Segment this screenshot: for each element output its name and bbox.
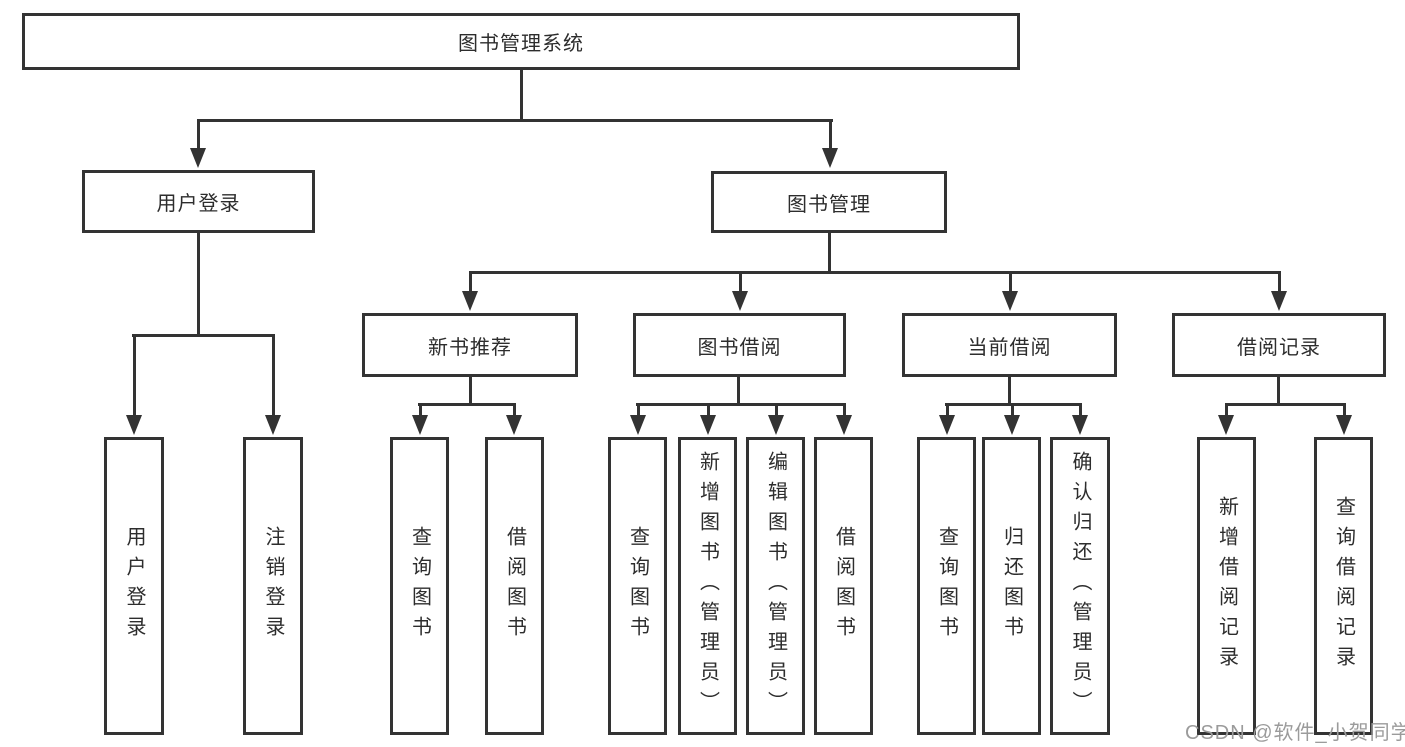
leaf-return-book-label: 归还图书 (1000, 526, 1023, 646)
leaf-add-borrow-record-label: 新增借阅记录 (1215, 496, 1238, 676)
arrow-down-icon (1072, 415, 1088, 435)
node-book-management-label: 图书管理 (787, 193, 871, 216)
connector-line (737, 377, 740, 405)
leaf-add-book-admin: 新增图书（管理员） (678, 437, 737, 735)
leaf-borrow-book: 借阅图书 (814, 437, 873, 735)
arrow-down-icon (462, 291, 478, 311)
connector-line (520, 69, 523, 121)
node-current-borrow-label: 当前借阅 (967, 336, 1052, 359)
connector-line (418, 403, 516, 406)
leaf-current-query-book-label: 查询图书 (935, 526, 958, 646)
leaf-query-borrow-record: 查询借阅记录 (1314, 437, 1373, 735)
arrow-down-icon (1271, 291, 1287, 311)
arrow-down-icon (1002, 291, 1018, 311)
leaf-query-borrow-record-label: 查询借阅记录 (1332, 496, 1355, 676)
leaf-borrow-query-book: 查询图书 (608, 437, 667, 735)
connector-arrow-shaft (419, 403, 422, 417)
node-borrow-records: 借阅记录 (1172, 313, 1386, 377)
arrow-down-icon (630, 415, 646, 435)
connector-line (636, 403, 846, 406)
leaf-logout-label: 注销登录 (262, 526, 284, 646)
leaf-edit-book-admin: 编辑图书（管理员） (746, 437, 805, 735)
connector-arrow-shaft (637, 403, 640, 417)
node-user-login-label: 用户登录 (156, 193, 241, 215)
connector-line (197, 119, 833, 122)
connector-line (1008, 377, 1011, 405)
arrow-down-icon (126, 415, 142, 435)
connector-arrow-shaft (1343, 403, 1346, 417)
connector-line (469, 377, 472, 405)
arrow-down-icon (939, 415, 955, 435)
connector-arrow-shaft (1079, 403, 1082, 417)
leaf-edit-book-admin-label: 编辑图书（管理员） (764, 451, 787, 721)
leaf-return-book: 归还图书 (982, 437, 1041, 735)
arrow-down-icon (1336, 415, 1352, 435)
connector-line (828, 233, 831, 273)
leaf-logout: 注销登录 (243, 437, 303, 735)
node-current-borrow: 当前借阅 (902, 313, 1117, 377)
watermark: CSDN @软件_小贺同学 (1185, 722, 1405, 744)
leaf-current-query-book: 查询图书 (917, 437, 976, 735)
leaf-confirm-return-admin: 确认归还（管理员） (1050, 437, 1110, 735)
arrow-down-icon (412, 415, 428, 435)
arrow-down-icon (836, 415, 852, 435)
leaf-newrec-query-book: 查询图书 (390, 437, 449, 735)
node-book-borrow: 图书借阅 (633, 313, 846, 377)
connector-line (132, 334, 275, 337)
connector-line (1225, 403, 1346, 406)
arrow-down-icon (1218, 415, 1234, 435)
node-new-book-recommend: 新书推荐 (362, 313, 578, 377)
arrow-down-icon (1004, 415, 1020, 435)
leaf-user-login-label: 用户登录 (123, 526, 145, 646)
connector-arrow-shaft (469, 271, 472, 293)
arrow-down-icon (768, 415, 784, 435)
leaf-borrow-book-label: 借阅图书 (832, 526, 855, 646)
node-borrow-records-label: 借阅记录 (1237, 336, 1321, 359)
connector-arrow-shaft (843, 403, 846, 417)
leaf-newrec-borrow-book-label: 借阅图书 (503, 526, 526, 646)
arrow-down-icon (700, 415, 716, 435)
node-book-borrow-label: 图书借阅 (697, 336, 782, 359)
connector-arrow-shaft (946, 403, 949, 417)
arrow-down-icon (822, 148, 838, 168)
node-root-label: 图书管理系统 (458, 33, 584, 55)
connector-arrow-shaft (829, 119, 832, 150)
leaf-confirm-return-admin-label: 确认归还（管理员） (1069, 451, 1091, 721)
node-user-login: 用户登录 (82, 170, 315, 233)
connector-arrow-shaft (1225, 403, 1228, 417)
connector-line (1277, 377, 1280, 405)
connector-line (469, 271, 1281, 274)
connector-arrow-shaft (513, 403, 516, 417)
connector-arrow-shaft (775, 403, 778, 417)
connector-arrow-shaft (1278, 271, 1281, 293)
connector-arrow-shaft (739, 271, 742, 293)
leaf-borrow-query-book-label: 查询图书 (626, 526, 649, 646)
node-new-book-recommend-label: 新书推荐 (428, 336, 512, 359)
arrow-down-icon (732, 291, 748, 311)
connector-arrow-shaft (1011, 403, 1014, 417)
node-root: 图书管理系统 (22, 13, 1020, 70)
connector-line (197, 233, 200, 336)
connector-arrow-shaft (133, 334, 136, 417)
node-book-management: 图书管理 (711, 171, 947, 233)
leaf-user-login: 用户登录 (104, 437, 164, 735)
arrow-down-icon (506, 415, 522, 435)
arrow-down-icon (265, 415, 281, 435)
connector-arrow-shaft (707, 403, 710, 417)
connector-arrow-shaft (197, 119, 200, 150)
connector-arrow-shaft (1009, 271, 1012, 293)
leaf-add-book-admin-label: 新增图书（管理员） (696, 451, 719, 721)
leaf-newrec-query-book-label: 查询图书 (408, 526, 431, 646)
leaf-add-borrow-record: 新增借阅记录 (1197, 437, 1256, 735)
leaf-newrec-borrow-book: 借阅图书 (485, 437, 544, 735)
arrow-down-icon (190, 148, 206, 168)
connector-arrow-shaft (272, 334, 275, 417)
